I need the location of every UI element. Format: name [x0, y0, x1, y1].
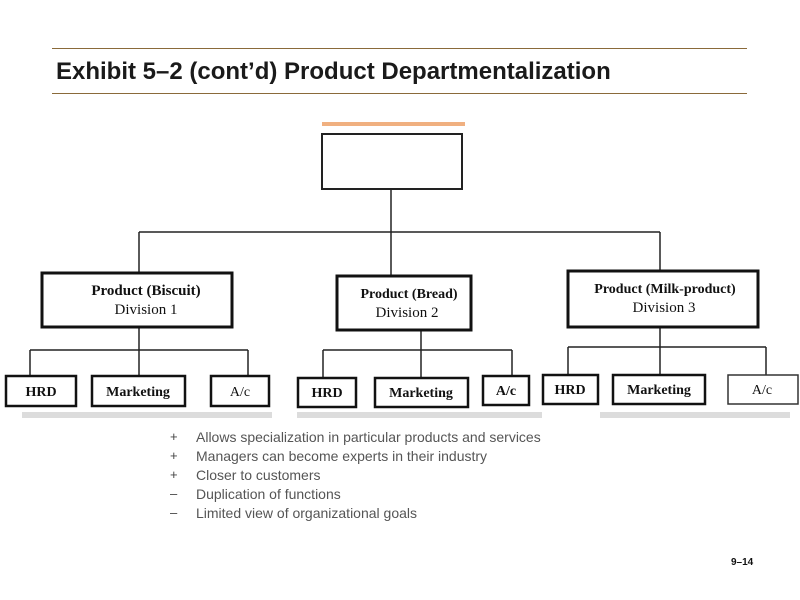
connector-lines [29, 189, 767, 378]
department-box [541, 373, 600, 406]
department-box [90, 374, 187, 408]
list-item: + Allows specialization in particular pr… [170, 427, 541, 446]
department-marketing: Marketing [389, 386, 453, 401]
department-marketing: Marketing [627, 383, 691, 398]
department-box [296, 376, 358, 409]
division-name: Product (Biscuit) [91, 283, 200, 299]
page-number: 9–14 [731, 557, 754, 568]
division-number: Division 1 [115, 302, 178, 318]
department-box [727, 374, 799, 405]
division-3-departments: HRD Marketing A/c [541, 373, 799, 406]
department-accounts: A/c [230, 385, 250, 400]
list-item: + Closer to customers [170, 465, 541, 484]
list-item: + Managers can become experts in their i… [170, 446, 541, 465]
division-name: Product (Milk-product) [594, 282, 736, 297]
root-box [321, 133, 463, 190]
bullet-sign: + [170, 429, 178, 444]
org-chart: Product (Biscuit) Division 1 Product (Br… [4, 122, 799, 418]
division-box [566, 269, 760, 329]
bullet-sign: – [170, 486, 178, 501]
division-1: Product (Biscuit) Division 1 [40, 271, 234, 329]
bullet-sign: + [170, 467, 178, 482]
department-box [481, 374, 531, 407]
division-3: Product (Milk-product) Division 3 [566, 269, 760, 329]
division-box [335, 274, 473, 332]
department-shadows [22, 412, 790, 418]
department-accounts: A/c [752, 383, 772, 398]
department-hrd: HRD [311, 386, 342, 401]
department-box [4, 374, 78, 408]
bullet-text: Duplication of functions [196, 485, 341, 502]
division-box [40, 271, 234, 329]
department-box [373, 376, 470, 409]
bullet-text: Closer to customers [196, 466, 321, 483]
bullet-text: Limited view of organizational goals [196, 504, 418, 521]
bullet-text: Managers can become experts in their ind… [196, 447, 488, 464]
list-item: – Limited view of organizational goals [170, 503, 541, 522]
pros-cons-list: + Allows specialization in particular pr… [170, 427, 541, 522]
division-2: Product (Bread) Division 2 [335, 274, 473, 332]
root-top-highlight [322, 122, 465, 126]
bullet-sign: + [170, 448, 178, 463]
slide-title: Exhibit 5–2 (cont’d) Product Departmenta… [56, 58, 611, 85]
department-accounts: A/c [496, 384, 516, 399]
division-number: Division 2 [376, 305, 439, 321]
department-marketing: Marketing [106, 385, 170, 400]
bullet-text: Allows specialization in particular prod… [196, 428, 541, 445]
title-bottom-rule [52, 93, 747, 94]
division-1-departments: HRD Marketing A/c [4, 374, 271, 408]
division-2-departments: HRD Marketing A/c [296, 374, 531, 409]
division-number: Division 3 [633, 300, 696, 316]
department-box [209, 374, 271, 408]
department-hrd: HRD [25, 385, 56, 400]
title-top-rule [52, 48, 747, 49]
bullet-sign: – [170, 505, 178, 520]
department-box [611, 373, 707, 406]
list-item: – Duplication of functions [170, 484, 541, 503]
department-hrd: HRD [554, 383, 585, 398]
division-name: Product (Bread) [360, 287, 457, 302]
